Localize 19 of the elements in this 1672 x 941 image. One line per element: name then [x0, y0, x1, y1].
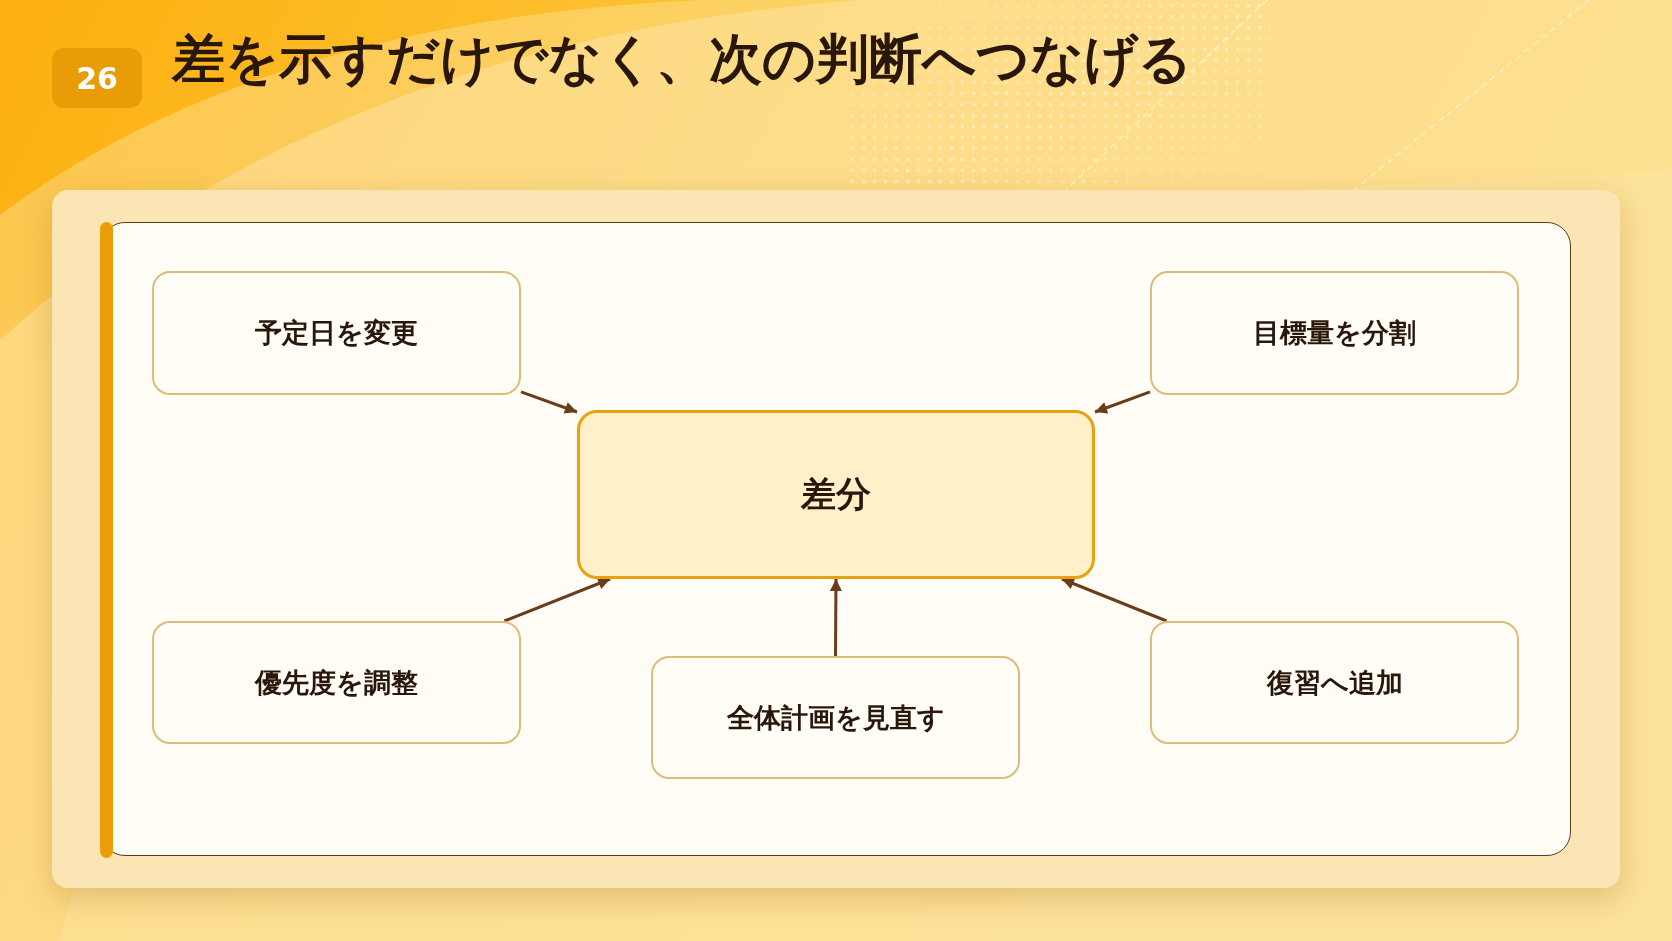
process-box	[651, 656, 1020, 779]
process-box	[1150, 271, 1519, 395]
process-box	[152, 271, 521, 395]
arrow	[520, 390, 578, 414]
process-box	[152, 621, 521, 744]
arrow	[829, 579, 842, 656]
arrow	[1094, 390, 1151, 414]
box-label: 予定日を変更	[255, 316, 418, 350]
box-label: 優先度を調整	[255, 665, 418, 700]
arrow	[503, 577, 611, 623]
central-box	[577, 410, 1095, 579]
box-label: 復習へ追加	[1266, 665, 1403, 700]
process-box	[1150, 621, 1519, 744]
box-label: 差分	[801, 473, 871, 516]
box-label: 目標量を分割	[1253, 316, 1416, 350]
page-number: 26	[52, 48, 142, 108]
box-label: 全体計画を見直す	[726, 700, 945, 735]
slide-title: 差を示すだけでなく、次の判断へつなげる	[172, 27, 1192, 91]
arrow	[1061, 577, 1168, 623]
